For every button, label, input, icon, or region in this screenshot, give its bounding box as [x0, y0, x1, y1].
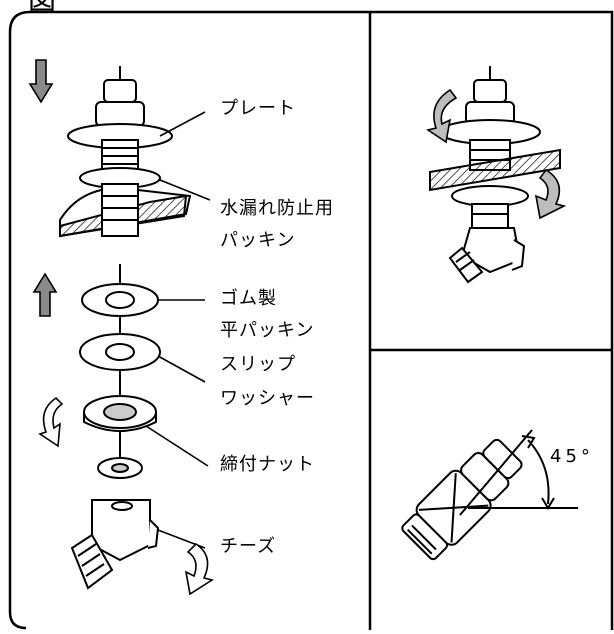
down-arrow-icon: [28, 59, 54, 104]
label-rubber-line1: ゴム製: [220, 288, 277, 309]
exploded-parts: [70, 264, 161, 590]
label-seal-line2: パッキン: [220, 230, 296, 251]
frame: [8, 10, 614, 630]
rotate-arrow-icon: [426, 88, 458, 144]
up-arrow-icon: [32, 272, 58, 317]
label-seal-line1: 水漏れ防止用: [220, 198, 334, 219]
label-plate: プレート: [220, 98, 296, 119]
label-tee: チーズ: [220, 536, 277, 557]
label-slip-line2: ワッシャー: [220, 388, 315, 409]
angle-label: 45°: [550, 446, 594, 467]
label-rubber-line2: 平パッキン: [220, 320, 315, 341]
label-slip-line1: スリップ: [220, 354, 296, 375]
valve-through-plate: [59, 66, 192, 238]
angle-view: [401, 429, 578, 561]
assembled-valve: [429, 66, 561, 284]
label-nut: 締付ナット: [220, 454, 315, 475]
rotate-arrow-icon: [534, 168, 567, 220]
rotate-arrow-icon: [38, 396, 64, 448]
rotate-arrow-icon: [184, 542, 215, 596]
